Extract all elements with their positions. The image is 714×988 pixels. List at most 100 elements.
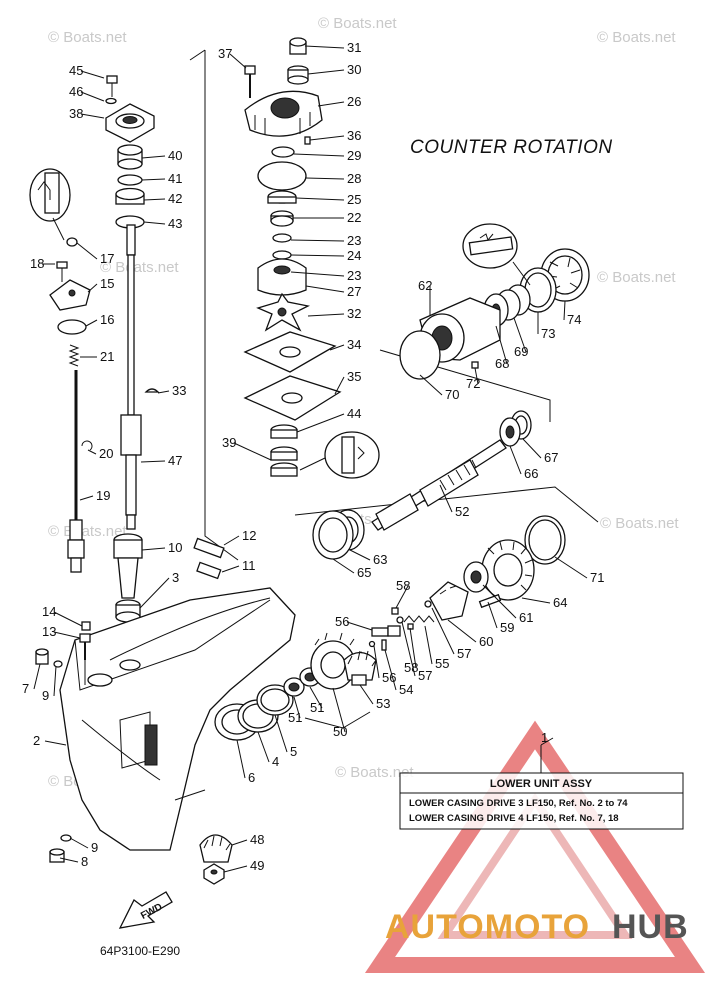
- callout-leader: [85, 319, 98, 327]
- callout-number: 3: [172, 570, 179, 585]
- callout-leader: [563, 300, 566, 321]
- callout-number: 10: [168, 540, 182, 555]
- callout-number: 18: [30, 256, 44, 271]
- callout-leader: [349, 549, 371, 561]
- callout-number: 68: [495, 356, 509, 371]
- callout-leader: [290, 271, 345, 277]
- forward-gear-64: [481, 539, 535, 601]
- callout-leader: [143, 198, 166, 201]
- watermark: © Boats.net: [318, 15, 397, 32]
- plug-7: [35, 648, 49, 665]
- bearing-40: [117, 144, 143, 170]
- callout-number: 43: [168, 216, 182, 231]
- callout-number: 45: [69, 63, 83, 78]
- callout-number: 35: [347, 369, 361, 384]
- callout-number: 22: [347, 210, 361, 225]
- shift-assembly-15: [49, 237, 91, 311]
- callout-leader: [79, 495, 94, 501]
- callout-number: 6: [248, 770, 255, 785]
- sleeve-10: [113, 533, 143, 599]
- pin-36: [304, 136, 311, 145]
- callout-leader: [80, 91, 105, 102]
- callout-leader: [87, 283, 98, 293]
- washer-24: [272, 250, 292, 260]
- callout-leader: [139, 577, 170, 609]
- callout-leader: [309, 686, 323, 709]
- callout-number: 23: [347, 233, 361, 248]
- gasket-9: [53, 660, 63, 668]
- insert-30: [287, 65, 309, 85]
- callout-leader: [334, 376, 345, 395]
- seal-44: [270, 424, 298, 439]
- callout-number: 31: [347, 40, 361, 55]
- bearing-66: [499, 417, 521, 447]
- lower-casing-2: [59, 587, 296, 851]
- shim-71: [524, 515, 566, 565]
- callout-leader: [295, 197, 345, 201]
- callout-leader: [290, 239, 345, 242]
- callout-leader: [373, 645, 380, 679]
- callout-number: 73: [541, 326, 555, 341]
- plunger-56: [371, 625, 401, 637]
- callout-leader: [495, 325, 508, 365]
- callout-leader: [509, 445, 522, 475]
- callout-leader: [482, 584, 517, 619]
- callout-number: 65: [357, 565, 371, 580]
- callout-number: 24: [347, 248, 361, 263]
- callout-number: 50: [333, 724, 347, 739]
- callout-number: 57: [457, 646, 471, 661]
- callout-leader: [359, 684, 374, 705]
- callout-number: 58: [404, 660, 418, 675]
- watermark: © Boats.net: [48, 523, 127, 540]
- callout-leader: [223, 865, 248, 873]
- callout-number: 70: [445, 387, 459, 402]
- callout-leader: [296, 413, 345, 433]
- assembly-table-row: LOWER CASING DRIVE 3 LF150, Ref. No. 2 t…: [409, 798, 628, 809]
- callout-leader: [332, 558, 355, 574]
- callout-number: 58: [396, 578, 410, 593]
- callout-number: 71: [590, 570, 604, 585]
- callout-leader: [229, 53, 247, 69]
- callout-number: 26: [347, 94, 361, 109]
- callout-number: 47: [168, 453, 182, 468]
- callout-number: 5: [290, 744, 297, 759]
- callout-number: 25: [347, 192, 361, 207]
- callout-number: 29: [347, 148, 361, 163]
- callout-leader: [513, 317, 527, 353]
- bearing-51a: [283, 677, 305, 697]
- seal-42: [115, 187, 145, 205]
- watermark: © Boats.net: [100, 259, 179, 276]
- callout-leader: [554, 556, 588, 579]
- detail-callout-icon-39: [299, 431, 380, 479]
- detail-callout-icon-62: [462, 223, 531, 286]
- callout-leader: [395, 585, 409, 609]
- gasket-35: [243, 375, 342, 421]
- flange-38: [105, 103, 155, 143]
- callout-leader: [332, 687, 346, 733]
- callout-leader: [307, 69, 345, 75]
- callout-leader: [236, 739, 246, 779]
- callout-leader: [221, 565, 240, 573]
- callout-leader: [80, 70, 105, 79]
- washer-23: [272, 233, 292, 243]
- callout-number: 13: [42, 624, 56, 639]
- pin-14: [81, 621, 91, 631]
- seals-39: [270, 446, 298, 477]
- pin-58: [391, 607, 399, 615]
- nut-49: [203, 863, 225, 885]
- callout-number: 9: [42, 688, 49, 703]
- callout-leader: [157, 390, 170, 394]
- callout-number: 53: [376, 696, 390, 711]
- callout-leader: [53, 665, 57, 697]
- callout-leader: [305, 177, 345, 180]
- diagram-code: 64P3100-E290: [100, 944, 180, 958]
- shim-65: [312, 510, 354, 560]
- pin-59: [478, 593, 502, 609]
- callout-number: 4: [272, 754, 279, 769]
- ball-56b: [368, 640, 376, 648]
- callout-number: 62: [418, 278, 432, 293]
- callout-leader: [309, 135, 345, 141]
- pump-housing-26: [244, 90, 323, 137]
